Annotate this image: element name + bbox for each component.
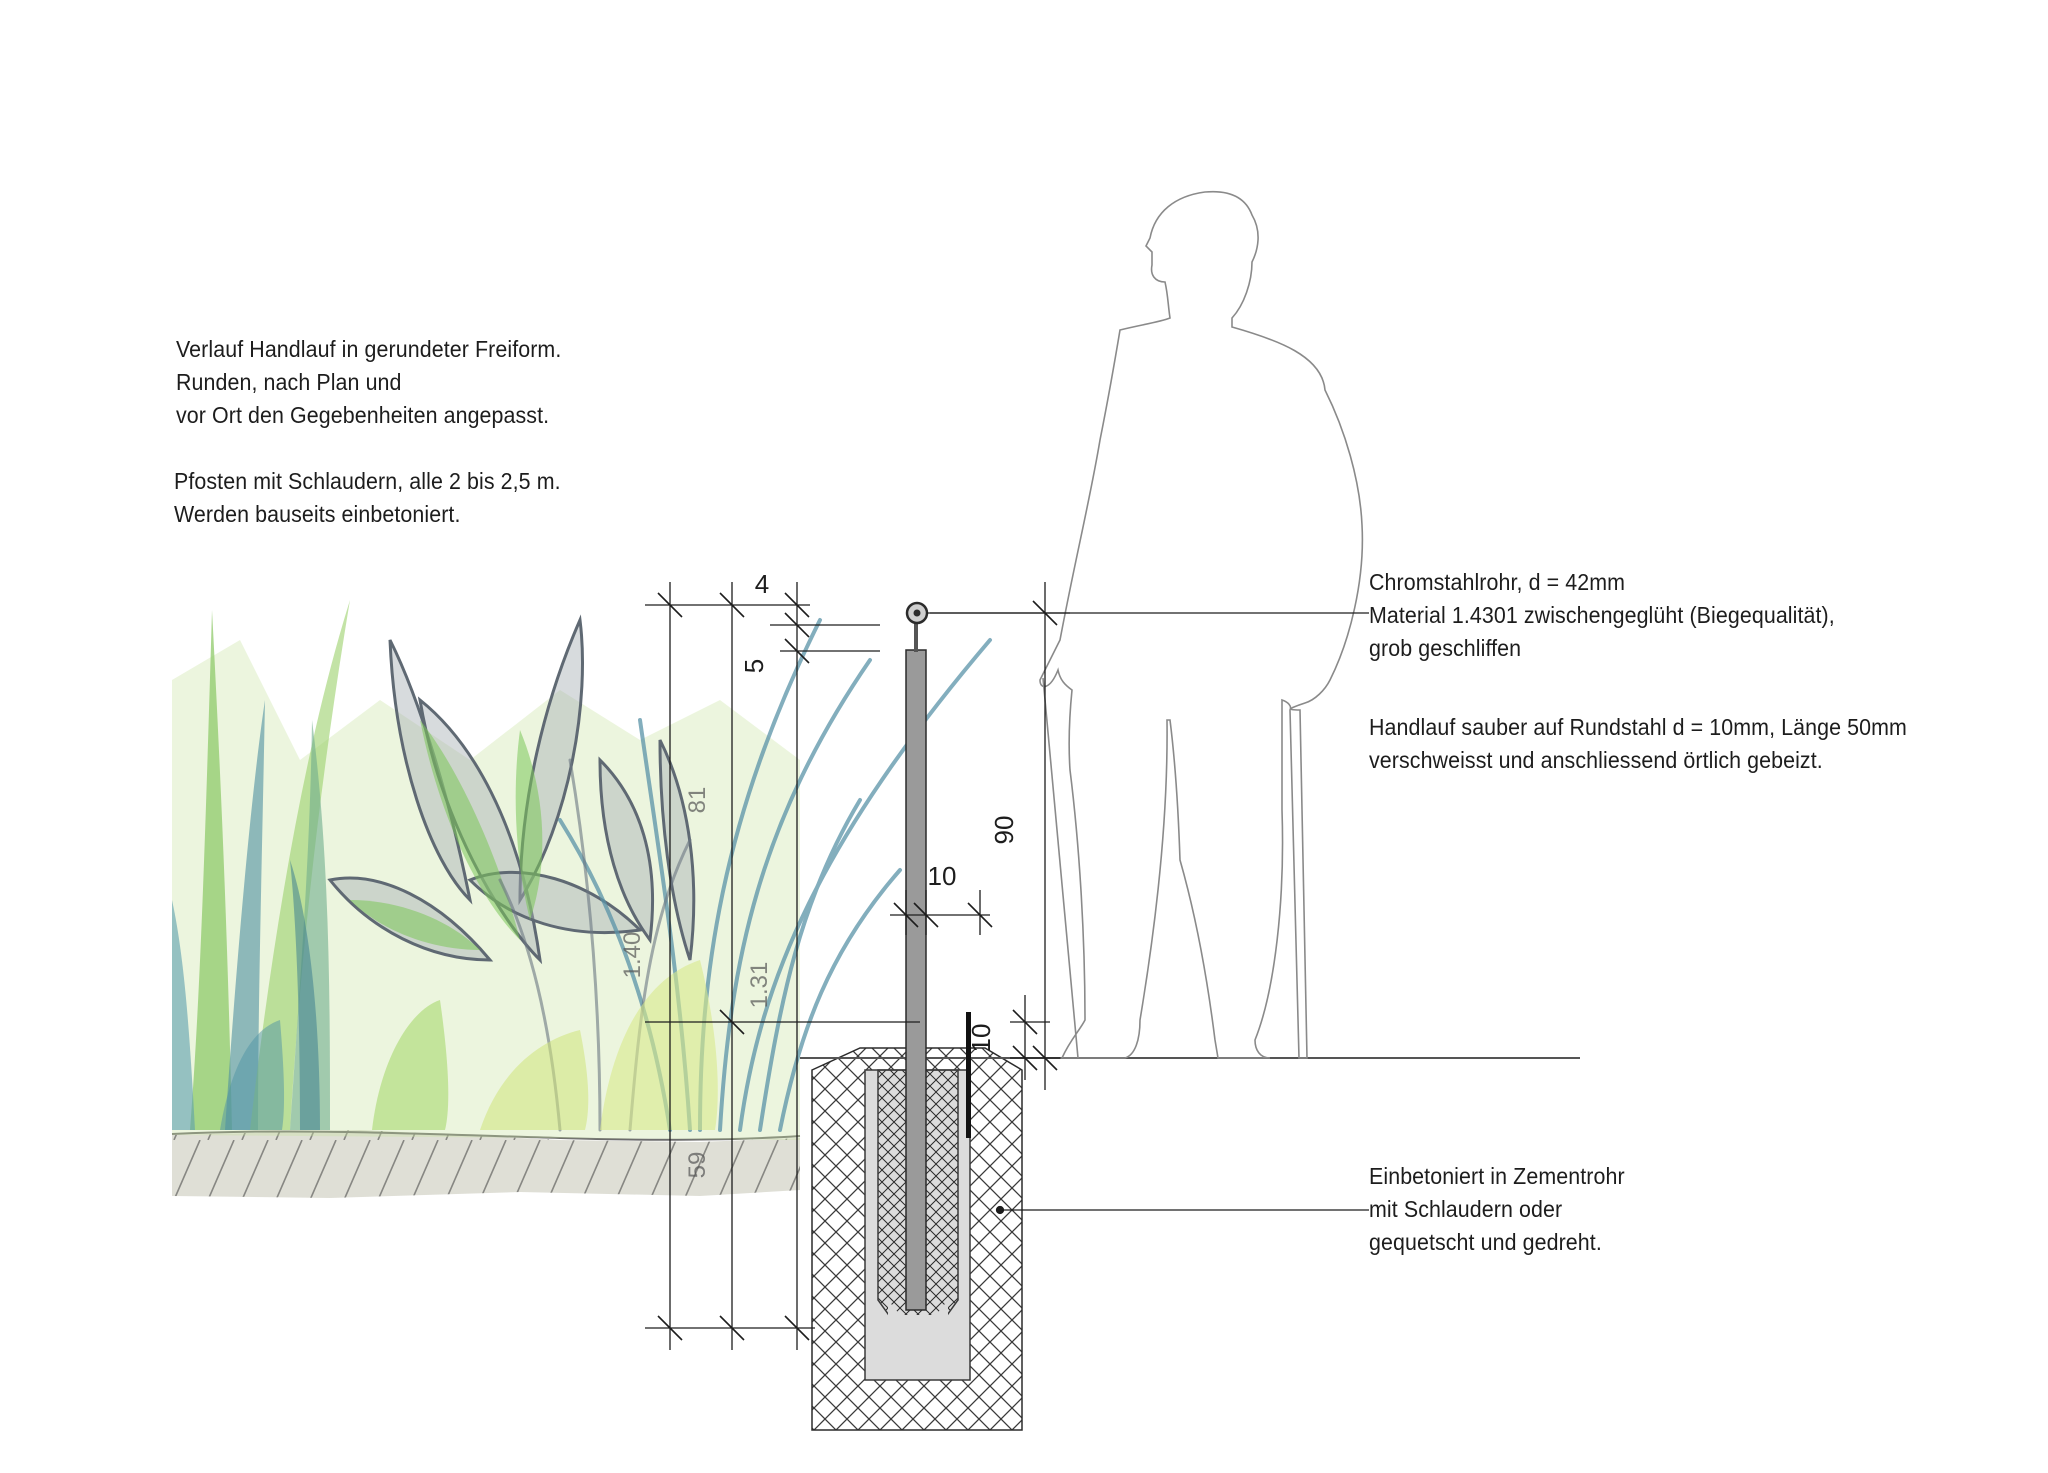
note-line: grob geschliffen bbox=[1369, 635, 1522, 661]
leaf bbox=[420, 720, 520, 940]
walking-cane bbox=[1042, 677, 1079, 1059]
anchor-plate bbox=[966, 1012, 971, 1138]
dim-label-post-height: 81 bbox=[684, 787, 711, 814]
tick-mark bbox=[1012, 1009, 1038, 1035]
tick-mark bbox=[967, 902, 993, 928]
grass-blade bbox=[190, 610, 232, 1130]
note-line: Material 1.4301 zwischengeglüht (Biegequ… bbox=[1369, 602, 1835, 628]
handrail-core bbox=[913, 609, 921, 617]
tick-mark bbox=[719, 592, 745, 618]
grass-stroke bbox=[758, 798, 862, 1132]
note-line: vor Ort den Gegebenheiten angepasst. bbox=[176, 402, 550, 428]
tick-mark bbox=[913, 902, 939, 928]
note-line: Einbetoniert in Zementrohr bbox=[1369, 1163, 1625, 1189]
tick-mark bbox=[784, 638, 810, 664]
tick-mark bbox=[784, 612, 810, 638]
note-posts: Pfosten mit Schlaudern, alle 2 bis 2,5 m… bbox=[174, 465, 561, 531]
note-line: mit Schlaudern oder bbox=[1369, 1196, 1563, 1222]
grass-blade bbox=[225, 700, 265, 1130]
foliage-wash bbox=[600, 960, 718, 1130]
dim-label-above-foundation: 1.31 bbox=[746, 962, 773, 1009]
dimension-labels: 4 5 81 1.40 1.31 10 90 10 59 bbox=[619, 569, 1019, 1178]
leaf bbox=[515, 730, 543, 920]
note-line: Handlauf sauber auf Rundstahl d = 10mm, … bbox=[1369, 714, 1907, 740]
note-material: Chromstahlrohr, d = 42mm Material 1.4301… bbox=[1369, 566, 1835, 665]
note-line: Verlauf Handlauf in gerundeter Freiform. bbox=[176, 336, 562, 362]
grass-stroke bbox=[718, 658, 872, 1132]
note-line: Werden bauseits einbetoniert. bbox=[174, 501, 461, 527]
tick-mark bbox=[893, 902, 919, 928]
tick-mark bbox=[657, 592, 683, 618]
foliage-wash bbox=[220, 1020, 285, 1130]
leader-dot bbox=[995, 1205, 1005, 1215]
dim-label-total: 1.40 bbox=[619, 932, 646, 979]
soil-edge bbox=[171, 1130, 801, 1141]
note-foundation: Einbetoniert in Zementrohr mit Schlauder… bbox=[1369, 1160, 1625, 1259]
dimension-lines bbox=[645, 582, 1369, 1350]
dim-label-railing-height: 90 bbox=[989, 816, 1019, 845]
tick-mark bbox=[719, 1009, 745, 1035]
note-line: gequetscht und gedreht. bbox=[1369, 1229, 1602, 1255]
leaf bbox=[598, 756, 654, 944]
person-silhouette bbox=[1039, 190, 1364, 1059]
dim-label-post-width: 10 bbox=[928, 861, 957, 891]
tick-mark bbox=[784, 1315, 810, 1341]
tick-mark bbox=[784, 592, 810, 618]
grass-stroke bbox=[778, 868, 902, 1132]
tick-mark bbox=[1032, 1045, 1058, 1071]
round-steel-connector bbox=[914, 620, 918, 652]
note-line: verschweisst und anschliessend örtlich g… bbox=[1369, 747, 1823, 773]
foliage-wash bbox=[372, 1000, 449, 1130]
dim-label-ground-offset: 10 bbox=[966, 1024, 996, 1053]
note-line: Runden, nach Plan und bbox=[176, 369, 402, 395]
dim-label-foundation-depth: 59 bbox=[684, 1152, 711, 1179]
leaf bbox=[658, 739, 696, 961]
tick-mark bbox=[719, 1315, 745, 1341]
grass-stroke bbox=[568, 758, 602, 1132]
post bbox=[905, 649, 927, 1311]
dim-label-handrail-gap: 5 bbox=[739, 659, 769, 673]
note-handrail-course: Verlauf Handlauf in gerundeter Freiform.… bbox=[176, 333, 561, 432]
tick-mark bbox=[657, 1315, 683, 1341]
grass-blade bbox=[250, 600, 350, 1130]
note-weld: Handlauf sauber auf Rundstahl d = 10mm, … bbox=[1369, 711, 1907, 777]
railing-post bbox=[905, 601, 971, 1311]
note-line: Pfosten mit Schlaudern, alle 2 bis 2,5 m… bbox=[174, 468, 561, 494]
pipe-inner-light bbox=[888, 1300, 948, 1330]
foliage-wash bbox=[480, 1030, 589, 1130]
tick-mark bbox=[1012, 1045, 1038, 1071]
grass-blade bbox=[290, 860, 320, 1130]
note-line: Chromstahlrohr, d = 42mm bbox=[1369, 569, 1626, 595]
grass-blade bbox=[172, 900, 195, 1130]
leaf bbox=[388, 639, 473, 905]
dim-label-top: 4 bbox=[755, 569, 769, 599]
soil-hatching bbox=[172, 1130, 800, 1198]
person-outline bbox=[1039, 190, 1364, 1059]
planting-bed bbox=[171, 600, 992, 1198]
leaf bbox=[350, 900, 480, 950]
